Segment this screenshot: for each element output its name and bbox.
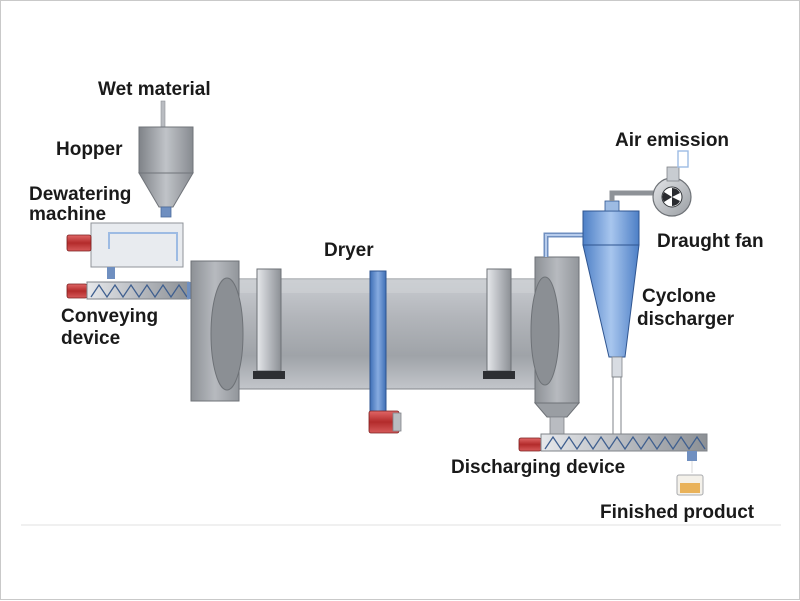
air-duct-to-cyclone: [543, 232, 585, 257]
air-emission-stack: [677, 150, 689, 168]
cyclone-discharger: [582, 200, 640, 436]
draught-fan: [652, 166, 692, 217]
label-discharging-device: Discharging device: [451, 457, 626, 478]
label-cyclone-line2: discharger: [637, 309, 735, 330]
discharging-device: [518, 433, 708, 461]
label-finished-product: Finished product: [600, 502, 755, 523]
label-conveying-line2: device: [61, 328, 121, 349]
label-draught-fan: Draught fan: [657, 231, 764, 252]
label-air-emission: Air emission: [615, 130, 730, 151]
discharge-conveyor-motor: [518, 437, 542, 452]
conveyor-motor: [66, 283, 88, 299]
label-wet-material: Wet material: [98, 79, 211, 100]
air-duct-to-fan: [609, 190, 655, 201]
label-dryer: Dryer: [324, 240, 374, 261]
label-dewatering-line2: machine: [29, 204, 107, 225]
label-dewatering-line1: Dewatering: [29, 184, 132, 205]
label-conveying-line1: Conveying: [61, 306, 159, 327]
feed-end-hood: [190, 260, 244, 402]
label-hopper: Hopper: [56, 139, 123, 160]
discharge-end-hood: [530, 256, 581, 440]
dewatering-motor: [66, 234, 92, 252]
wet-material-feed-pipe: [160, 100, 166, 130]
girth-gear: [368, 270, 402, 434]
conveying-device: [66, 281, 193, 300]
riding-ring-left: [253, 268, 285, 379]
riding-ring-right: [483, 268, 515, 379]
finished-product-container: [676, 461, 704, 496]
dewatering-machine: [66, 222, 184, 279]
label-cyclone-line1: Cyclone: [642, 286, 716, 307]
hopper: [138, 126, 194, 218]
